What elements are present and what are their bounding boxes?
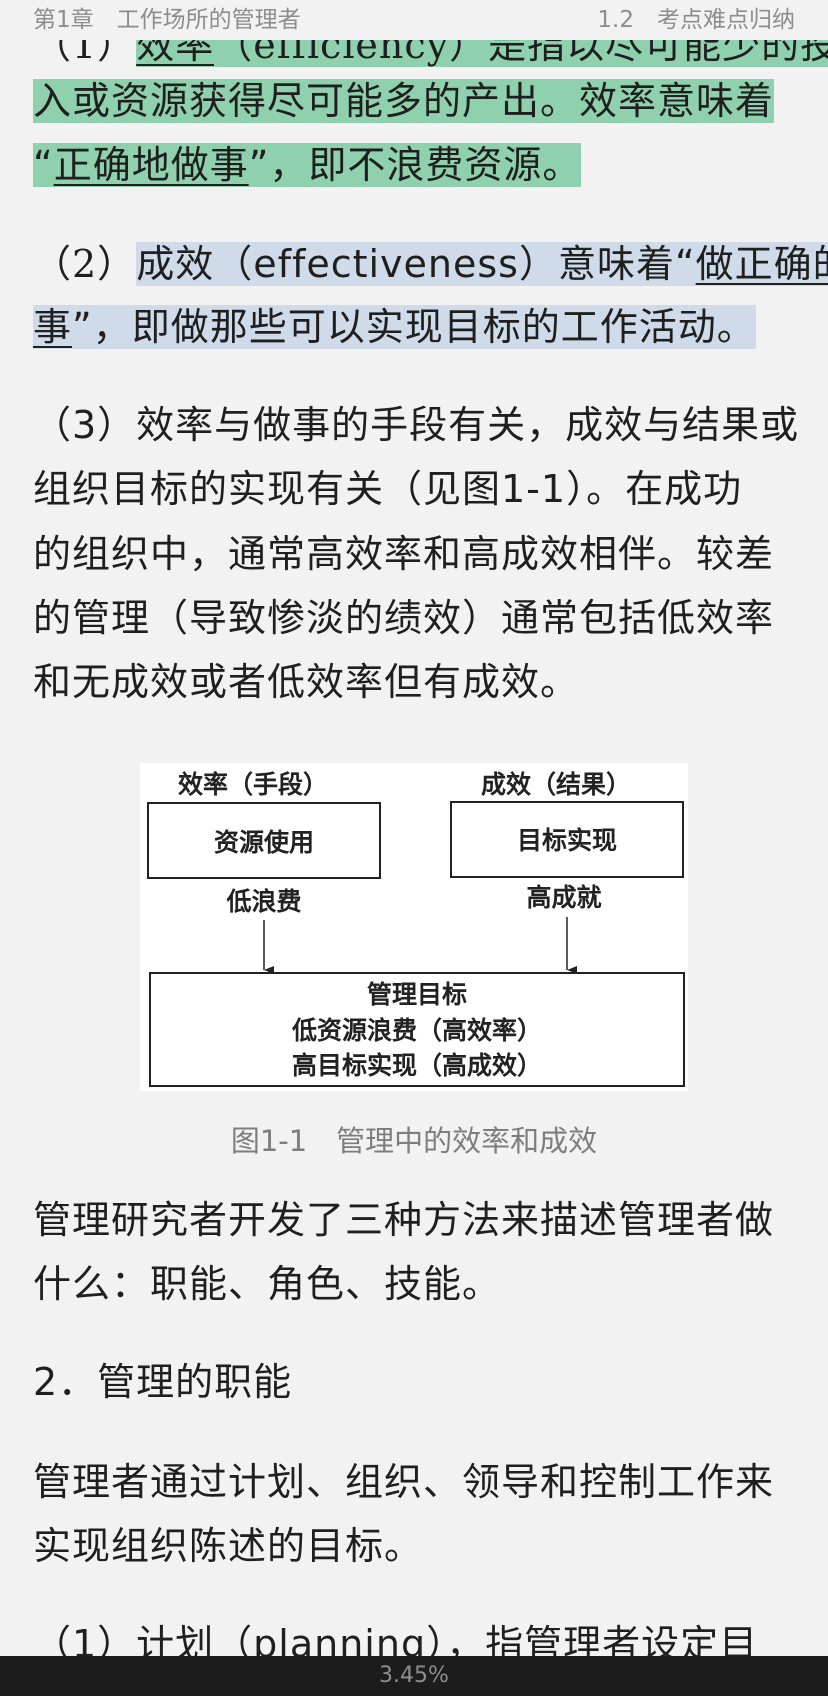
reader-content[interactable]: （1）效率（efficiency）是指以尽可能少的投 入或资源获得尽可能多的产出…	[0, 0, 828, 1656]
figure-right-box	[450, 801, 684, 878]
figure-bottom-box-line: 低资源浪费（高效率）	[291, 1016, 542, 1045]
paragraph-3-line: 组织目标的实现有关（见图1-1）。在成功	[33, 467, 743, 511]
paragraph-3-line: 的管理（导致惨淡的绩效）通常包括低效率	[33, 596, 775, 640]
paragraph-4-line: 管理研究者开发了三种方法来描述管理者做	[33, 1198, 775, 1242]
paragraph-3-line: 的组织中，通常高效率和高成效相伴。较差	[33, 532, 775, 576]
paragraph-1-line-3: “正确地做事”，即不浪费资源。	[33, 138, 795, 192]
figure-bottom-box	[149, 972, 685, 1087]
paragraph-2-underlined-2: 事	[33, 305, 73, 349]
reading-progress-bar[interactable]: 3.45%	[0, 1656, 828, 1696]
figure-caption: 图1-1 管理中的效率和成效	[230, 1124, 598, 1158]
paragraph-5-line: 管理者通过计划、组织、领导和控制工作来	[33, 1460, 775, 1504]
figure-bottom-box-line: 高目标实现（高成效）	[292, 1051, 542, 1080]
paragraph-3-line: 和无成效或者低效率但有成效。	[33, 660, 580, 704]
paragraph-2-underlined-1: 做正确的	[695, 242, 828, 286]
figure-right-title: 成效（结果）	[481, 770, 631, 799]
paragraph-1-line-2: 入或资源获得尽可能多的产出。效率意味着	[33, 74, 795, 128]
reading-progress-text: 3.45%	[379, 1663, 449, 1688]
section-title: 1.2 考点难点归纳	[597, 7, 795, 33]
paragraph-1-underlined: 正确地做事	[53, 143, 249, 187]
paragraph-2-number: （2）	[33, 242, 137, 286]
paragraph-1-quote-open: “	[33, 143, 54, 187]
figure-diagram: 效率（手段） 成效（结果） 资源使用 目标实现 低浪费 高成就 管理目标 低资源…	[147, 770, 685, 1087]
section-heading: 2．管理的职能	[33, 1360, 293, 1404]
paragraph-3-line: （3）效率与做事的手段有关，成效与结果或	[33, 403, 800, 447]
figure-left-title: 效率（手段）	[178, 770, 328, 799]
paragraph-2-line-1: （2）成效（effectiveness）意味着“做正确的	[33, 237, 828, 291]
chapter-title: 第1章 工作场所的管理者	[33, 7, 301, 33]
paragraph-4-line: 什么：职能、角色、技能。	[33, 1262, 502, 1306]
paragraph-2-line-1-text: 成效（effectiveness）意味着“	[136, 242, 696, 286]
figure-bottom-box-line: 管理目标	[367, 980, 467, 1009]
paragraph-2-line-2-rest: ”，即做那些可以实现目标的工作活动。	[72, 305, 756, 349]
paragraph-5-line: 实现组织陈述的目标。	[33, 1524, 424, 1568]
paragraph-6-line: （1）计划（planning），指管理者设定目	[33, 1622, 759, 1656]
figure-left-box-label: 资源使用	[214, 828, 314, 857]
figure-left-flow-label: 低浪费	[225, 887, 301, 916]
figure-right-box-label: 目标实现	[517, 826, 617, 855]
paragraph-1-line-3-rest: ”，即不浪费资源。	[248, 143, 582, 187]
running-header: 第1章 工作场所的管理者 1.2 考点难点归纳	[0, 0, 828, 40]
paragraph-1-line-2-text: 入或资源获得尽可能多的产出。效率意味着	[33, 79, 775, 123]
figure-right-flow-label: 高成就	[526, 883, 601, 912]
paragraph-2-line-2: 事”，即做那些可以实现目标的工作活动。	[33, 300, 795, 354]
figure-efficiency-effectiveness: 效率（手段） 成效（结果） 资源使用 目标实现 低浪费 高成就 管理目标 低资源…	[140, 763, 688, 1091]
figure-left-box	[147, 802, 381, 879]
